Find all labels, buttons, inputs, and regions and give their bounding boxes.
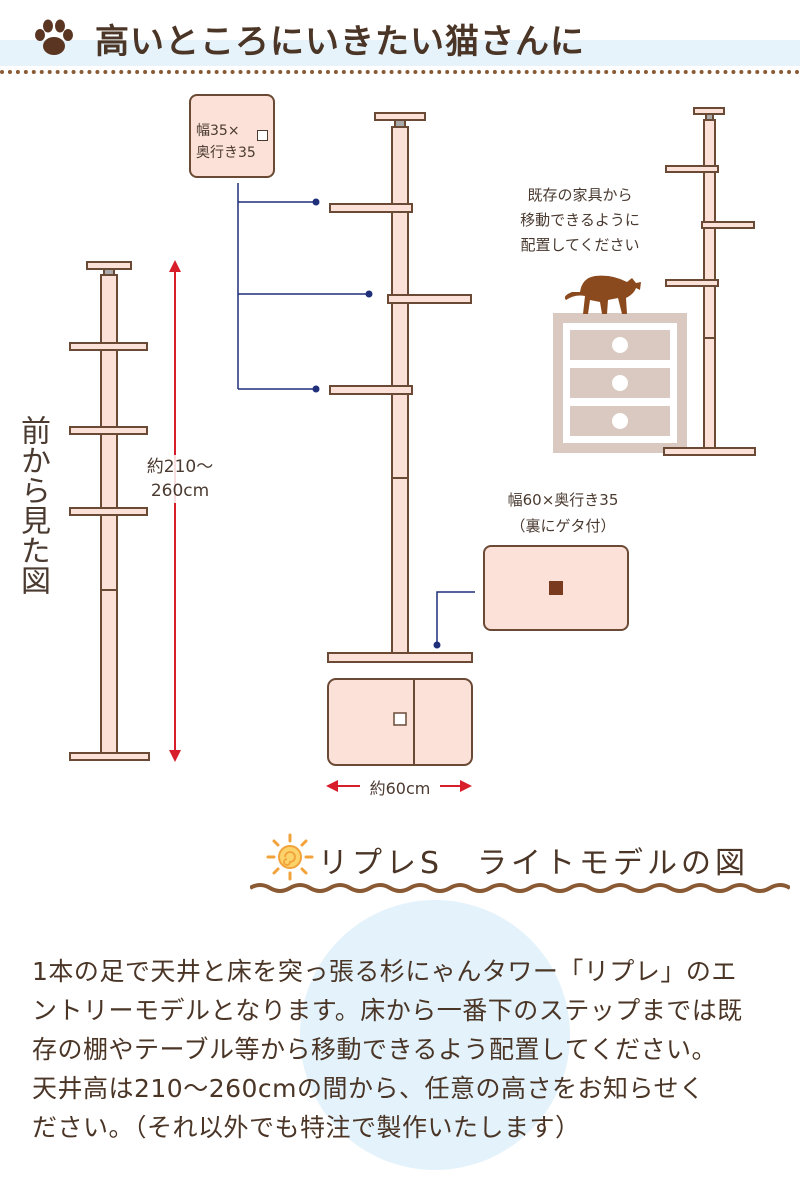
move-caption: 既存の家具から 移動できるように 配置してください [500, 183, 660, 258]
base-board-label: 幅60×奥行き35 （裏にゲタ付） [488, 487, 638, 539]
height-label-line2: 260cm [150, 481, 210, 501]
background-circle [300, 900, 570, 1170]
side-view-tower [327, 112, 473, 663]
move-caption-line3: 配置してください [520, 236, 640, 254]
leader-dots [312, 198, 441, 649]
header: 高いところにいきたい猫さんに [0, 0, 800, 78]
sun-icon [266, 833, 314, 881]
base-leader-line [436, 591, 475, 645]
header-stripe [0, 40, 800, 66]
step-board-label-line1: 幅35× [196, 123, 240, 139]
step-leader-lines [237, 183, 369, 390]
wavy-divider [250, 883, 790, 893]
cat-icon [564, 275, 641, 314]
step-board-box: 幅35× 奥行き35 [189, 94, 275, 178]
move-caption-line2: 移動できるように [520, 211, 640, 229]
front-view-caption: 前から見た図 [15, 415, 50, 595]
furniture-scene [553, 275, 687, 453]
front-view-tower [69, 261, 150, 761]
section-title: リプレS ライトモデルの図 [318, 846, 750, 881]
step-board-label: 幅35× 奥行き35 [196, 120, 256, 164]
cabinet [327, 678, 473, 766]
header-divider [0, 70, 800, 74]
base-board-label-line2: （裏にゲタ付） [510, 517, 616, 535]
height-arrow [169, 260, 181, 762]
base-board-box [483, 545, 629, 631]
right-tower [663, 107, 756, 456]
description-line: 天井高は210〜260cmの間から、任意の高さをお知らせく [32, 1074, 705, 1103]
base-board-marker [549, 581, 563, 595]
description-line: ださい。（それ以外でも特注で製作いたします） [32, 1113, 581, 1142]
height-label-line1: 約210〜 [146, 457, 214, 477]
move-caption-line1: 既存の家具から [527, 186, 633, 204]
step-board-marker [257, 130, 268, 141]
tower-diagram [69, 107, 756, 792]
base-board-label-line1: 幅60×奥行き35 [507, 491, 619, 509]
page-title: 高いところにいきたい猫さんに [95, 22, 585, 62]
description-line: 1本の足で天井と床を突っ張る杉にゃんタワー「リプレ」のエ [32, 957, 737, 986]
paw-icon [35, 19, 73, 55]
width-label: 約60cm [360, 775, 440, 799]
height-label: 約210〜 260cm [130, 455, 230, 503]
step-board-label-line2: 奥行き35 [196, 145, 256, 161]
description-line: ントリーモデルとなります。床から一番下のステップまでは既 [32, 996, 743, 1025]
description-line: 存の棚やテーブル等から移動できるよう配置してください。 [32, 1035, 718, 1064]
description-text: 1本の足で天井と床を突っ張る杉にゃんタワー「リプレ」のエ ントリーモデルとなりま… [32, 952, 777, 1147]
